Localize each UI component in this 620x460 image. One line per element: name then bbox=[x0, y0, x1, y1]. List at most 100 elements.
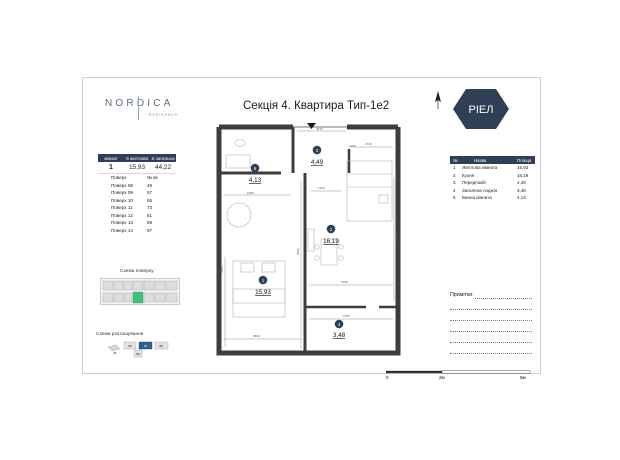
apt-col-header: № кв bbox=[147, 175, 158, 181]
rooms-table-row: 4 Засклена лоджія 3,48 bbox=[450, 187, 535, 195]
room-area: 3,48 bbox=[517, 187, 526, 193]
room-marker-2-num: 2 bbox=[330, 227, 333, 232]
total-area: 44,22 bbox=[155, 164, 171, 171]
rooms-table-row: 1 Житлова кімната 15,93 bbox=[450, 164, 535, 172]
notes-label: Примітки: bbox=[450, 292, 474, 298]
room-marker-3-num: 3 bbox=[316, 148, 319, 153]
rooms-count: 1 bbox=[109, 164, 113, 171]
nordica-logo: NORDICA RESIDENCE bbox=[105, 96, 185, 130]
logo-divider bbox=[138, 96, 139, 120]
location-label-05: 05 bbox=[159, 344, 163, 348]
apartment-number: 81 bbox=[147, 212, 153, 218]
dim-5840: 5840 bbox=[395, 234, 399, 241]
notes-line bbox=[450, 342, 532, 343]
floor-plan-sheet: NORDICA RESIDENCE Секція 4. Квартира Тип… bbox=[82, 77, 541, 380]
dim-3690: 3690 bbox=[253, 334, 260, 338]
floor-row: Поверх 13 89 bbox=[98, 219, 176, 227]
riel-badge-text: РІЕЛ bbox=[469, 104, 494, 116]
logo-wordmark: NORDICA bbox=[105, 98, 174, 109]
floor-row: Поверх 08 49 bbox=[98, 182, 176, 190]
room-marker-4-num: 4 bbox=[338, 322, 341, 327]
floor-scheme-label: Схема поверху bbox=[120, 269, 154, 274]
apartment-number: 73 bbox=[147, 205, 153, 211]
floor-name: Поверх 12 bbox=[111, 212, 133, 218]
apartment-number: 65 bbox=[147, 197, 153, 203]
header-total-area: S загальна bbox=[151, 155, 175, 161]
apartment-number: 57 bbox=[147, 190, 153, 196]
room-marker-4-area: 3,48 bbox=[333, 332, 346, 339]
room-area: 16,19 bbox=[517, 172, 529, 178]
scale-label-2m: 2м bbox=[439, 375, 445, 380]
page-title: Секція 4. Квартира Тип-1е2 bbox=[243, 100, 390, 112]
scale-label-0: 0 bbox=[386, 375, 389, 380]
col-area: Площа bbox=[517, 157, 532, 163]
logo-subtitle: RESIDENCE bbox=[149, 113, 179, 117]
floor-name: Поверх 10 bbox=[111, 197, 133, 203]
room-marker-5-num: 5 bbox=[254, 166, 257, 171]
room-marker-3-area: 4,49 bbox=[311, 159, 324, 166]
apartment-info-table: кімнат S житлова S загальна 1 15,93 44,2… bbox=[98, 154, 176, 234]
rooms-table-row: 3 Передпокій 4,49 bbox=[450, 179, 535, 187]
floor-row: Поверх 12 81 bbox=[98, 212, 176, 220]
location-scheme-diagram: 01 02 04 05 03 bbox=[108, 341, 169, 358]
room-number: 4 bbox=[453, 187, 456, 193]
room-marker-2-area: 16,19 bbox=[323, 238, 339, 245]
north-arrow-icon bbox=[435, 91, 441, 109]
header-rooms: кімнат bbox=[104, 155, 118, 161]
floor-list-header: Поверх № кв bbox=[98, 174, 176, 182]
apartment-floor-plan: 3470 1740 1990 5900 5840 4780 3690 2760 … bbox=[216, 123, 401, 356]
room-name: Засклена лоджія bbox=[462, 187, 498, 193]
dim-3470: 3470 bbox=[316, 127, 323, 131]
floor-row: Поверх 14 97 bbox=[98, 227, 176, 235]
room-marker-1-num: 1 bbox=[262, 278, 265, 283]
location-label-01: 01 bbox=[113, 351, 117, 355]
notes-line bbox=[475, 298, 532, 299]
floor-name: Поверх 08 bbox=[111, 182, 133, 188]
apartment-number: 89 bbox=[147, 220, 153, 226]
rooms-table-row: 5 Ванна кімната 4,13 bbox=[450, 194, 535, 202]
dim-1990: 1990 bbox=[247, 191, 254, 195]
dim-1940: 1940 bbox=[318, 186, 325, 190]
col-number: № bbox=[453, 157, 458, 163]
floor-name: Поверх 11 bbox=[111, 205, 133, 211]
apartment-number: 49 bbox=[147, 182, 153, 188]
dim-3790: 3790 bbox=[341, 280, 348, 284]
dim-1200: 1200 bbox=[349, 144, 356, 148]
apartment-number: 97 bbox=[147, 227, 153, 233]
dim-5900: 5900 bbox=[296, 248, 300, 255]
apartment-info-values: 1 15,93 44,22 bbox=[98, 162, 176, 174]
apartment-info-header: кімнат S житлова S загальна bbox=[98, 154, 176, 162]
rooms-table-header: № Назва Площа bbox=[450, 156, 535, 164]
floor-row: Поверх 10 65 bbox=[98, 197, 176, 205]
dim-2760: 2760 bbox=[343, 314, 350, 318]
floor-name: Поверх 14 bbox=[111, 227, 133, 233]
notes-line bbox=[450, 309, 532, 310]
room-number: 5 bbox=[453, 195, 456, 201]
floor-row: Поверх 09 57 bbox=[98, 189, 176, 197]
room-number: 2 bbox=[453, 172, 456, 178]
floor-name: Поверх 09 bbox=[111, 190, 133, 196]
room-name: Ванна кімната bbox=[462, 195, 492, 201]
dim-4780: 4780 bbox=[220, 266, 224, 273]
location-label-04: 04 bbox=[144, 344, 148, 348]
rooms-table: № Назва Площа 1 Житлова кімната 15,93 2 … bbox=[450, 156, 535, 202]
room-number: 1 bbox=[453, 165, 456, 171]
floor-name: Поверх 13 bbox=[111, 220, 133, 226]
room-name: Житлова кімната bbox=[462, 165, 498, 171]
floor-col-header: Поверх bbox=[111, 175, 127, 181]
col-name: Назва bbox=[474, 157, 487, 163]
header-living-area: S житлова bbox=[125, 155, 149, 161]
riel-badge: РІЕЛ bbox=[453, 89, 509, 129]
location-label-03: 03 bbox=[136, 352, 140, 356]
room-area: 4,13 bbox=[517, 195, 526, 201]
room-name: Передпокій bbox=[462, 180, 486, 186]
room-marker-1-area: 15,93 bbox=[255, 289, 271, 296]
scale-bar: 0 2м 5м bbox=[386, 370, 531, 380]
floor-row: Поверх 11 73 bbox=[98, 204, 176, 212]
living-area: 15,93 bbox=[129, 164, 145, 171]
room-number: 3 bbox=[453, 180, 456, 186]
room-area: 4,49 bbox=[517, 180, 526, 186]
notes-line bbox=[450, 320, 532, 321]
room-name: Кухня bbox=[462, 172, 475, 178]
scale-label-5m: 5м bbox=[520, 375, 526, 380]
